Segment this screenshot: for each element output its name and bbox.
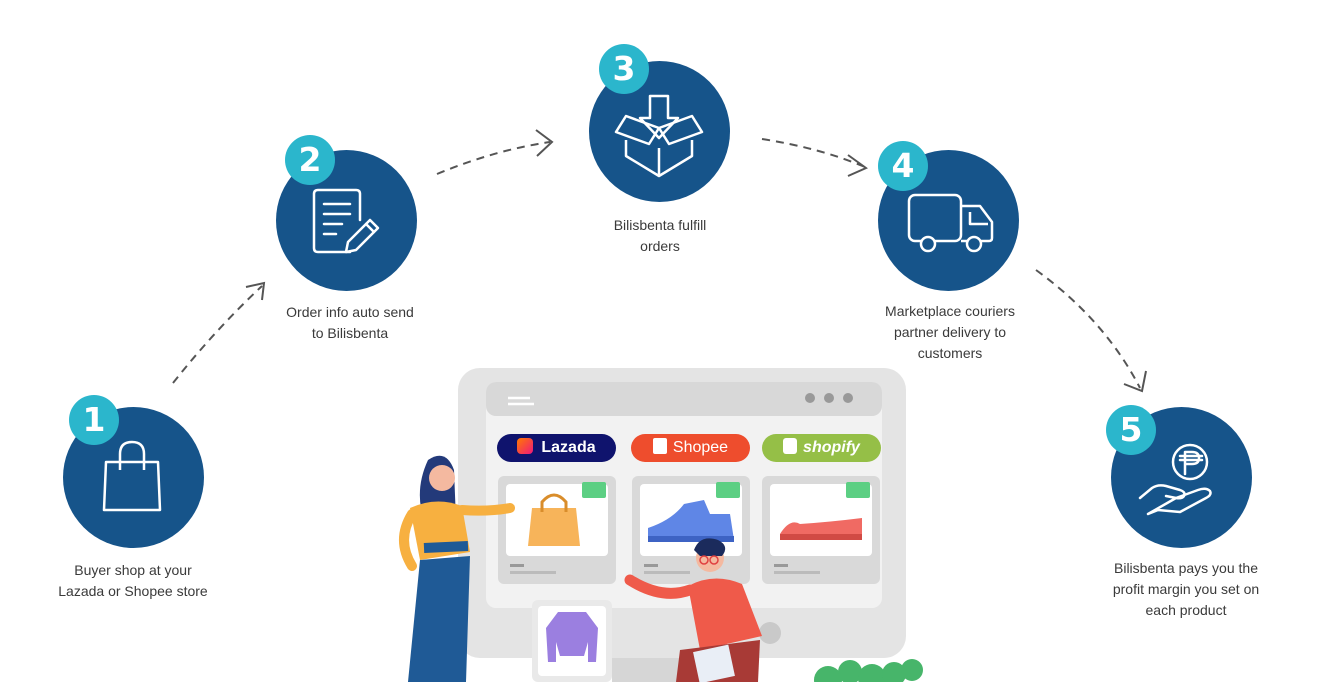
lazada-logo: Lazada (497, 434, 616, 462)
step-4-caption: Marketplace couriers partner delivery to… (850, 301, 1050, 364)
flat-shoe-product (780, 518, 862, 534)
browser-bar (486, 382, 882, 416)
step-1-badge: 1 (69, 395, 119, 445)
shopee-bag-icon (652, 438, 667, 454)
step-3-badge: 3 (599, 44, 649, 94)
woman-figure (399, 455, 515, 682)
step-3-caption-line-1: Bilisbenta fulfill (613, 217, 707, 233)
step-4-caption-line-3: customers (917, 345, 983, 361)
shopify-bag-icon (783, 438, 798, 454)
sweater-product (546, 612, 598, 662)
shopping-bag-icon (102, 440, 162, 512)
shopee-label: Shopee (672, 439, 729, 456)
step-2-caption-line-2: to Bilisbenta (311, 325, 389, 341)
step-5-badge: 5 (1106, 405, 1156, 455)
window-dot-2 (824, 393, 834, 403)
monitor-button (759, 622, 781, 644)
step-5-caption: Bilisbenta pays you the profit margin yo… (1086, 558, 1286, 621)
truck-icon (907, 193, 994, 253)
step-2-caption-line-1: Order info auto send (286, 304, 414, 320)
bag-product (528, 508, 580, 546)
document-edit-icon (312, 188, 380, 254)
arrow-2-to-3 (436, 141, 551, 175)
lazada-heart-icon (517, 438, 534, 454)
man-figure (624, 538, 762, 682)
step-4-badge: 4 (878, 141, 928, 191)
shopee-logo: Shopee (631, 434, 750, 462)
arrow-4-to-5 (1035, 269, 1141, 389)
step-5-caption-line-2: profit margin you set on (1112, 581, 1260, 597)
step-3-caption: Bilisbenta fulfill orders (560, 215, 760, 257)
step-1-caption-line-2: Lazada or Shopee store (58, 583, 208, 599)
box-download-icon (614, 94, 704, 178)
window-dot-3 (843, 393, 853, 403)
shoe-product (648, 500, 734, 540)
window-dot-1 (805, 393, 815, 403)
step-4-caption-line-2: partner delivery to (893, 324, 1007, 340)
shopify-logo: shopify (762, 434, 881, 462)
step-2-badge: 2 (285, 135, 335, 185)
shopify-label: shopify (803, 439, 860, 456)
step-3-caption-line-2: orders (640, 238, 680, 254)
step-1-caption: Buyer shop at your Lazada or Shopee stor… (33, 560, 233, 602)
menu-icon (508, 396, 534, 406)
plant (814, 659, 923, 682)
peso-hand-icon (1138, 443, 1212, 516)
step-2-caption: Order info auto send to Bilisbenta (250, 302, 450, 344)
step-5-caption-line-3: each product (1145, 602, 1227, 618)
arrow-1-to-2 (172, 285, 263, 384)
step-4-caption-line-1: Marketplace couriers (885, 303, 1015, 319)
lazada-label: Lazada (541, 439, 596, 456)
step-1-caption-line-1: Buyer shop at your (74, 562, 192, 578)
step-5-caption-line-1: Bilisbenta pays you the (1114, 560, 1258, 576)
